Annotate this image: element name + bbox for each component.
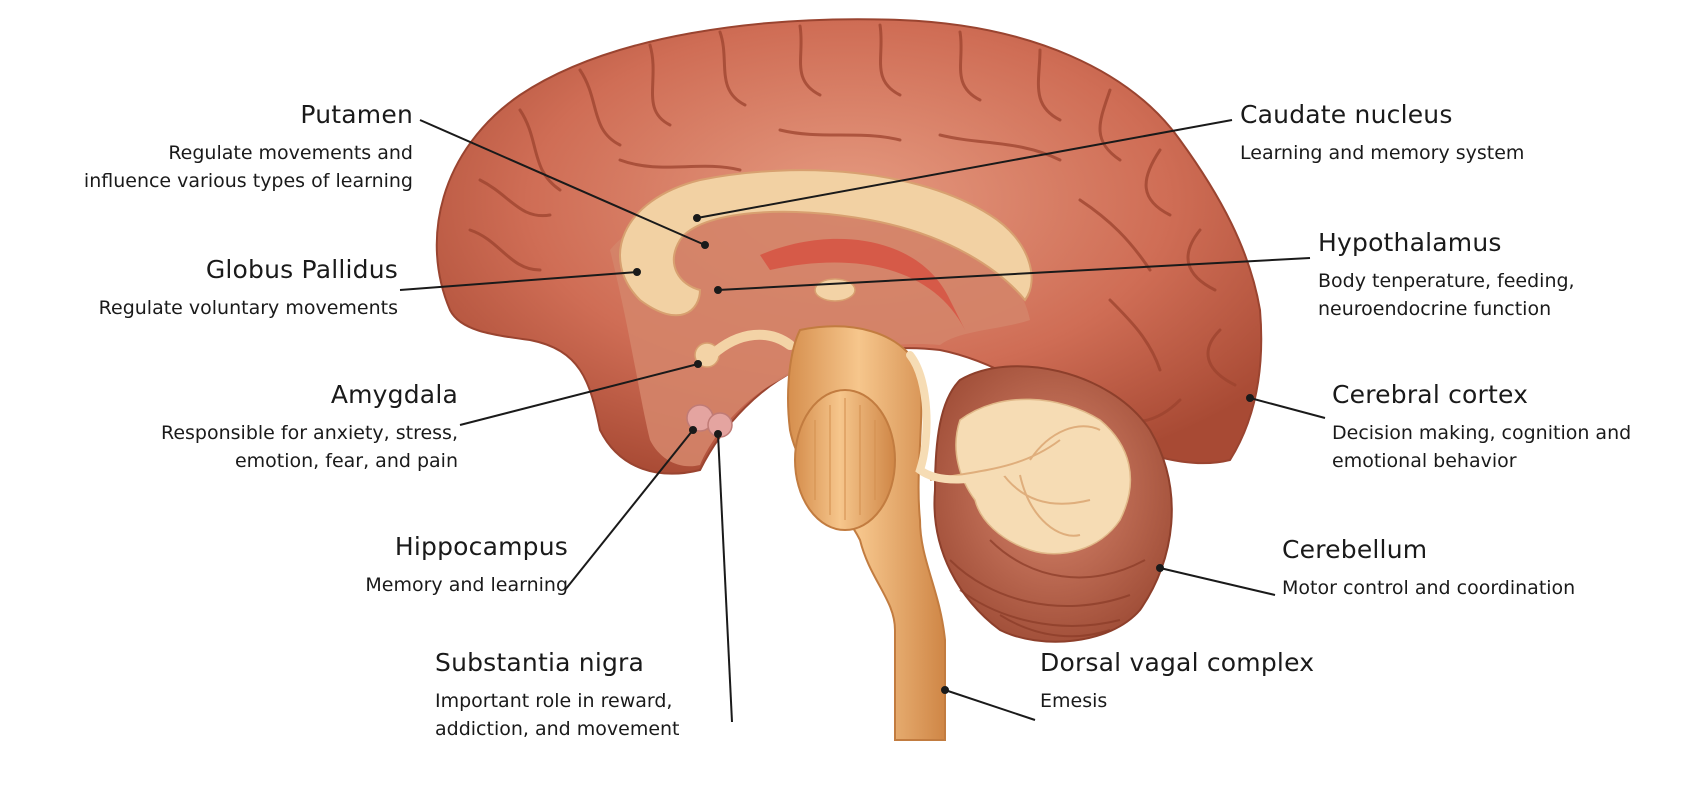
label-hypothalamus: Hypothalamus Body tenperature, feeding,n… bbox=[1318, 228, 1575, 323]
cerebral-cortex-leader-dot bbox=[1247, 395, 1253, 401]
amygdala-leader-dot bbox=[695, 361, 701, 367]
label-hippocampus: Hippocampus Memory and learning bbox=[365, 532, 568, 599]
hippocampus-leader-dot bbox=[690, 427, 696, 433]
putamen-title: Putamen bbox=[84, 100, 413, 129]
hippocampus-title: Hippocampus bbox=[365, 532, 568, 561]
globus-pallidus-title: Globus Pallidus bbox=[99, 255, 398, 284]
caudate-nucleus-title: Caudate nucleus bbox=[1240, 100, 1524, 129]
label-dorsal-vagal-complex: Dorsal vagal complex Emesis bbox=[1040, 648, 1314, 715]
label-cerebellum: Cerebellum Motor control and coordinatio… bbox=[1282, 535, 1575, 602]
globus-pallidus-leader-dot bbox=[634, 269, 640, 275]
cerebellum-leader bbox=[1160, 568, 1275, 595]
dorsal-vagal-leader bbox=[945, 690, 1035, 720]
cerebral-cortex-desc-1: Decision making, cognition and bbox=[1332, 419, 1631, 447]
putamen-desc-2: influence various types of learning bbox=[84, 167, 413, 195]
hippocampus-desc-1: Memory and learning bbox=[365, 571, 568, 599]
label-amygdala: Amygdala Responsible for anxiety, stress… bbox=[161, 380, 458, 475]
amygdala-title: Amygdala bbox=[161, 380, 458, 409]
label-cerebral-cortex: Cerebral cortex Decision making, cogniti… bbox=[1332, 380, 1631, 475]
amygdala-desc-2: emotion, fear, and pain bbox=[161, 447, 458, 475]
cerebral-cortex-leader bbox=[1250, 398, 1325, 418]
putamen-leader-dot bbox=[702, 242, 708, 248]
label-caudate-nucleus: Caudate nucleus Learning and memory syst… bbox=[1240, 100, 1524, 167]
caudate-leader-dot bbox=[694, 215, 700, 221]
dorsal-vagal-complex-desc-1: Emesis bbox=[1040, 687, 1314, 715]
cerebral-cortex-title: Cerebral cortex bbox=[1332, 380, 1631, 409]
cerebellum-title: Cerebellum bbox=[1282, 535, 1575, 564]
hypothalamus-desc-2: neuroendocrine function bbox=[1318, 295, 1575, 323]
hypothalamus-desc-1: Body tenperature, feeding, bbox=[1318, 267, 1575, 295]
substantia-nigra-title: Substantia nigra bbox=[435, 648, 680, 677]
hypothalamus-leader-dot bbox=[715, 287, 721, 293]
putamen-desc-1: Regulate movements and bbox=[84, 139, 413, 167]
amygdala-desc-1: Responsible for anxiety, stress, bbox=[161, 419, 458, 447]
dorsal-vagal-leader-dot bbox=[942, 687, 948, 693]
cerebellum-leader-dot bbox=[1157, 565, 1163, 571]
globus-pallidus-desc-1: Regulate voluntary movements bbox=[99, 294, 398, 322]
substantia-nigra-desc-2: addiction, and movement bbox=[435, 715, 680, 743]
dorsal-vagal-complex-title: Dorsal vagal complex bbox=[1040, 648, 1314, 677]
substantia-nigra-desc-1: Important role in reward, bbox=[435, 687, 680, 715]
cerebellum-desc-1: Motor control and coordination bbox=[1282, 574, 1575, 602]
substantia-nigra-leader-dot bbox=[715, 431, 721, 437]
label-globus-pallidus: Globus Pallidus Regulate voluntary movem… bbox=[99, 255, 398, 322]
hypothalamus-title: Hypothalamus bbox=[1318, 228, 1575, 257]
label-substantia-nigra: Substantia nigra Important role in rewar… bbox=[435, 648, 680, 743]
cerebral-cortex-desc-2: emotional behavior bbox=[1332, 447, 1631, 475]
caudate-nucleus-desc-1: Learning and memory system bbox=[1240, 139, 1524, 167]
substantia-nigra-leader bbox=[718, 434, 732, 722]
